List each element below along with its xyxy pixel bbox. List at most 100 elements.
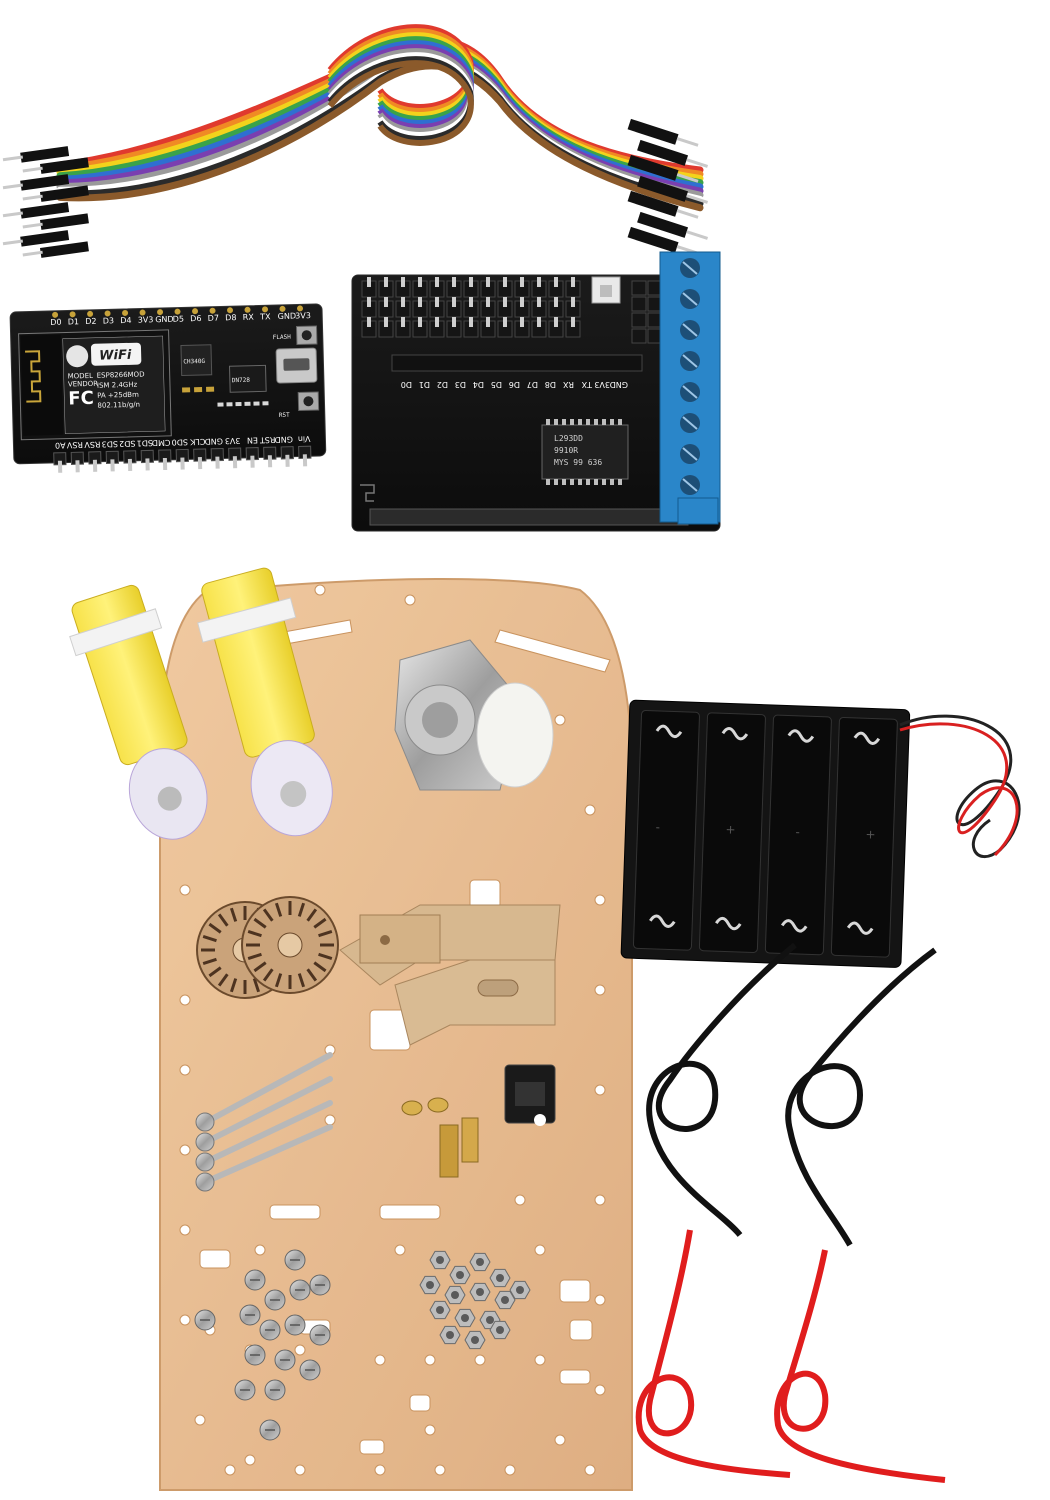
caster-roller xyxy=(476,682,554,788)
battery-holder: + - + - xyxy=(620,699,911,968)
motor-brackets xyxy=(339,904,561,1046)
chip-leg xyxy=(602,419,606,425)
nodemcu-top-pin-label: GND xyxy=(155,315,174,324)
chassis-holes xyxy=(179,584,606,1476)
hex-nut-hole xyxy=(496,1274,504,1282)
hex-nut-hole xyxy=(456,1271,464,1279)
esp8266-module: WiFi MODEL VENDOR ESP8266MOD ISM 2.4GHz … xyxy=(18,329,172,441)
long-screw-shaft xyxy=(207,1076,333,1143)
chassis-hole xyxy=(594,894,606,906)
chassis-hole xyxy=(474,1354,486,1366)
encoder-slot xyxy=(217,913,229,927)
rst-label: RST xyxy=(279,412,290,419)
chassis-hole xyxy=(324,1114,336,1126)
chassis-hole xyxy=(584,1464,596,1476)
nodemcu-top-pin-label: 3V3 xyxy=(138,315,154,324)
shield-header-pin-tip xyxy=(486,297,490,307)
encoder-slot xyxy=(253,917,267,929)
encoder-slot xyxy=(313,917,327,929)
shield-header-pin-tip xyxy=(486,317,490,327)
brass-standoffs xyxy=(401,1097,479,1178)
jumper-pin xyxy=(676,209,699,219)
chip-leg xyxy=(610,479,614,485)
chassis-hole xyxy=(179,884,191,896)
header-pin-leg xyxy=(197,457,203,470)
nodemcu-top-pin-label: D3 xyxy=(103,316,114,325)
long-screw-head xyxy=(195,1172,215,1192)
chassis-hole xyxy=(179,1314,191,1326)
chip-leg xyxy=(554,419,558,425)
encoder-slot xyxy=(297,902,306,917)
header-pin-leg xyxy=(302,454,308,467)
jumper-connector xyxy=(40,241,89,258)
shield-header-pin-tip xyxy=(452,297,456,307)
chassis-hole xyxy=(244,1454,256,1466)
smd-resistor xyxy=(226,402,233,407)
shield-header-pin-tip xyxy=(554,317,558,327)
nodemcu-bottom-pin-label: Vin xyxy=(298,434,311,443)
nodemcu-bottom-pin-label: EN xyxy=(247,436,258,445)
black-wire-right xyxy=(785,947,937,1247)
motor-shaft-bracket xyxy=(197,597,297,643)
encoder-slot xyxy=(229,907,238,922)
module-text-5: PA +25dBm xyxy=(97,391,139,400)
module-text-2: VENDOR xyxy=(68,380,99,389)
female-header-top xyxy=(391,354,643,372)
jumper-pin xyxy=(2,183,24,190)
shield-pin-label: D7 xyxy=(527,380,538,389)
long-screw-shaft xyxy=(207,1052,333,1123)
shield-header-pin-tip xyxy=(435,317,439,327)
encoder-slot xyxy=(262,908,274,922)
jumper-pin xyxy=(2,155,24,162)
smd-components xyxy=(182,386,269,407)
chassis-hole xyxy=(594,1084,606,1096)
terminal-screw-slot xyxy=(682,478,698,492)
chassis-hole xyxy=(594,1194,606,1206)
nodemcu-bottom-pin-label: GND xyxy=(274,435,293,444)
battery-spring xyxy=(787,729,815,743)
chip-leg xyxy=(554,479,558,485)
shield-header-pin-tip xyxy=(571,277,575,287)
module-text-4: ISM 2.4GHz xyxy=(97,381,138,390)
shield-pin-label: D6 xyxy=(509,380,520,389)
header-pin-leg xyxy=(92,459,98,472)
hex-nut-hole xyxy=(476,1258,484,1266)
chassis-hole xyxy=(179,1144,191,1156)
shield-header-pin-tip xyxy=(418,317,422,327)
shield-header-pin-tip xyxy=(520,317,524,327)
chassis-hole xyxy=(374,1354,386,1366)
pin-hole xyxy=(262,306,269,313)
small-screws-pile xyxy=(194,1249,331,1441)
jumper-connector xyxy=(40,157,89,174)
shield-header-pin-tip xyxy=(469,297,473,307)
hex-nut-hole xyxy=(436,1256,444,1264)
chassis-slot xyxy=(409,1394,431,1412)
pin-hole xyxy=(244,306,251,313)
battery-spring xyxy=(655,724,683,739)
jumper-pin xyxy=(22,166,43,173)
chip-leg xyxy=(546,479,550,485)
rocker-switch xyxy=(504,1064,556,1126)
jumper-connector xyxy=(627,226,679,253)
hex-nuts-pile xyxy=(419,1250,531,1350)
nodemcu-top-pin-label: D2 xyxy=(85,317,96,326)
shield-header-pin xyxy=(631,312,647,328)
jumper-pin xyxy=(686,194,709,204)
nodemcu-top-pin-label: D0 xyxy=(50,318,61,327)
shield-pin-label: D5 xyxy=(491,380,502,389)
shield-header-pin xyxy=(631,280,647,296)
terminal-screw-slot xyxy=(682,354,698,368)
chip-leg xyxy=(594,479,598,485)
battery-spring xyxy=(649,914,676,928)
shield-antenna-mark xyxy=(360,484,375,502)
pin-hole xyxy=(227,307,234,314)
chip-leg xyxy=(586,479,590,485)
header-pin-leg xyxy=(285,454,290,467)
jumper-connector xyxy=(627,154,679,181)
chip-leg xyxy=(610,419,614,425)
shield-header-pin xyxy=(631,296,647,312)
gear-motor-right xyxy=(197,567,333,837)
nodemcu-bottom-pin-label: RST xyxy=(260,435,276,444)
encoder-slot xyxy=(202,934,217,943)
